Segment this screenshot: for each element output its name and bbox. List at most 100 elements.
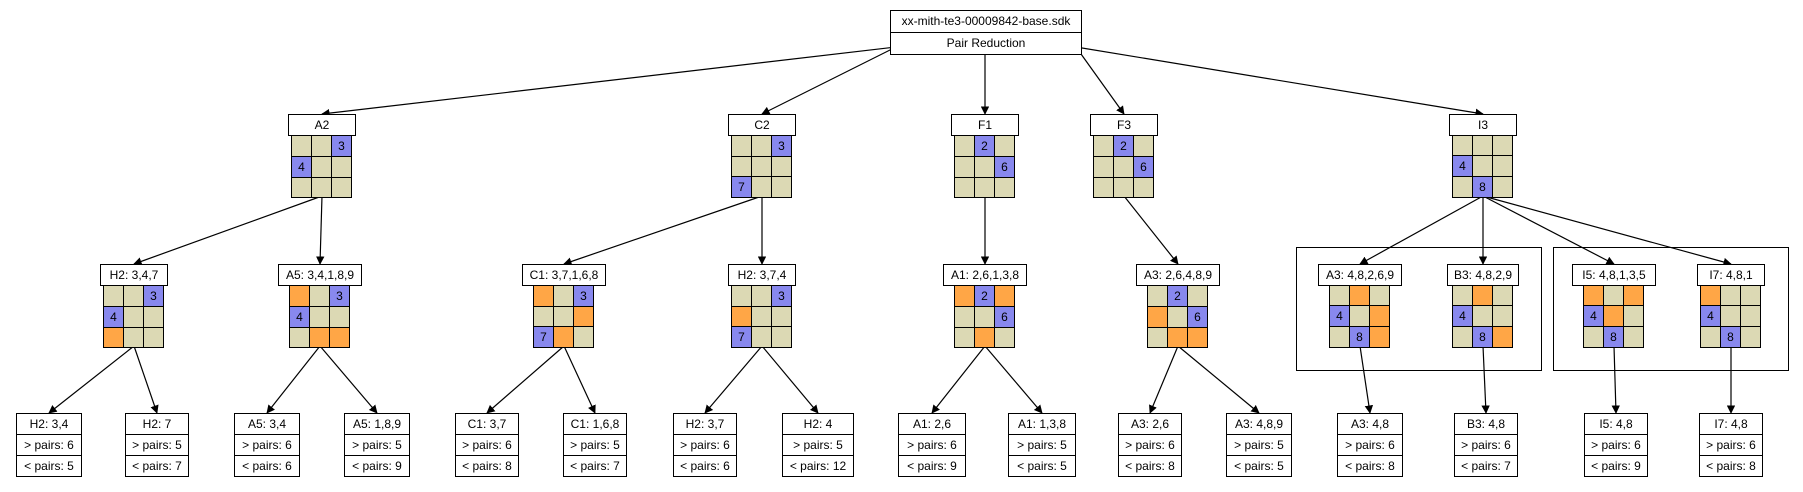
given-cell: 8 bbox=[1603, 326, 1624, 348]
edge-A3a-L11 bbox=[1149, 345, 1179, 414]
leaf-node: H2: 7> pairs: 5< pairs: 7 bbox=[125, 413, 189, 477]
empty-cell bbox=[1147, 327, 1168, 348]
empty-cell bbox=[994, 327, 1015, 348]
node-title: H2: 7 bbox=[142, 417, 172, 431]
empty-cell bbox=[291, 177, 312, 198]
given-cell: 3 bbox=[771, 285, 792, 307]
empty-cell bbox=[1492, 155, 1513, 177]
node-title: A5: 3,4 bbox=[247, 417, 287, 431]
given-cell: 3 bbox=[329, 285, 350, 307]
empty-cell bbox=[1492, 176, 1513, 198]
given-cell: 4 bbox=[1452, 305, 1473, 327]
given-cell: 4 bbox=[1329, 305, 1350, 327]
empty-cell bbox=[1329, 326, 1350, 348]
grid-node: A3: 4,8,2,6,9 bbox=[1318, 264, 1402, 286]
empty-cell bbox=[291, 135, 312, 157]
grid-node: I7: 4,8,1 bbox=[1697, 264, 1765, 286]
edge-root-I3 bbox=[1075, 46, 1484, 117]
given-cell: 2 bbox=[974, 135, 995, 157]
grid-node: H2: 3,4,7 bbox=[100, 264, 168, 286]
given-cell: 7 bbox=[533, 326, 554, 348]
edge-root-C2 bbox=[761, 46, 897, 115]
empty-cell bbox=[1583, 326, 1604, 348]
empty-cell bbox=[731, 285, 752, 307]
empty-cell bbox=[751, 306, 772, 327]
edge-B3a-L14 bbox=[1481, 345, 1490, 414]
empty-cell bbox=[311, 156, 332, 178]
given-cell: 4 bbox=[289, 306, 310, 328]
empty-cell bbox=[751, 176, 772, 198]
leaf-node: B3: 4,8> pairs: 6< pairs: 7 bbox=[1454, 413, 1518, 477]
node-title: C1: 3,7 bbox=[467, 417, 507, 431]
empty-cell bbox=[1187, 285, 1208, 307]
leaf-node: C1: 3,7> pairs: 6< pairs: 8 bbox=[455, 413, 519, 477]
empty-cell bbox=[1740, 326, 1761, 348]
empty-cell bbox=[1452, 176, 1473, 198]
candidate-cell bbox=[1167, 327, 1188, 348]
leaf-node: A5: 3,4> pairs: 6< pairs: 6 bbox=[234, 413, 300, 477]
node-title: B3: 4,8,2,9 bbox=[1453, 268, 1513, 282]
grid-node: A3: 2,6,4,8,9 bbox=[1136, 264, 1220, 286]
grid-node: F3 bbox=[1090, 114, 1158, 136]
edge-A3b-L13 bbox=[1359, 345, 1374, 414]
empty-cell bbox=[1720, 285, 1741, 306]
node-title: A1: 2,6,1,3,8 bbox=[950, 268, 1020, 282]
given-cell: 3 bbox=[771, 135, 792, 157]
empty-cell bbox=[331, 156, 352, 178]
given-cell: 8 bbox=[1472, 176, 1493, 198]
empty-cell bbox=[1472, 155, 1493, 177]
candidate-cell bbox=[1603, 305, 1624, 327]
empty-cell bbox=[974, 177, 995, 198]
empty-cell bbox=[974, 156, 995, 178]
grid-node: I5: 4,8,1,3,5 bbox=[1572, 264, 1656, 286]
empty-cell bbox=[309, 285, 330, 307]
node-title: F3 bbox=[1116, 118, 1131, 132]
empty-cell bbox=[994, 135, 1015, 157]
candidate-cell bbox=[309, 327, 330, 348]
edge-C2-C1a bbox=[563, 195, 763, 266]
empty-cell bbox=[1740, 305, 1761, 327]
edge-H2b-L8 bbox=[761, 345, 819, 414]
node-stat: > pairs: 6 bbox=[1585, 434, 1647, 455]
leaf-node: I7: 4,8> pairs: 6< pairs: 8 bbox=[1699, 413, 1763, 477]
leaf-node: A1: 2,6> pairs: 6< pairs: 9 bbox=[898, 413, 966, 477]
leaf-node: C1: 1,6,8> pairs: 5< pairs: 7 bbox=[563, 413, 627, 477]
given-cell: 3 bbox=[143, 285, 164, 307]
empty-cell bbox=[1133, 177, 1154, 198]
leaf-node: A3: 4,8> pairs: 6< pairs: 8 bbox=[1337, 413, 1403, 477]
leaf-node: A3: 4,8,9> pairs: 5< pairs: 5 bbox=[1226, 413, 1292, 477]
edge-root-A2 bbox=[321, 46, 897, 118]
empty-cell bbox=[553, 306, 574, 327]
given-cell: 8 bbox=[1472, 326, 1493, 348]
given-cell: 6 bbox=[1187, 306, 1208, 328]
empty-cell bbox=[1113, 156, 1134, 178]
node-title: B3: 4,8 bbox=[1466, 417, 1506, 431]
given-cell: 4 bbox=[1700, 305, 1721, 327]
node-title: H2: 3,7,4 bbox=[737, 268, 787, 282]
candidate-cell bbox=[103, 327, 124, 348]
node-stat: > pairs: 6 bbox=[235, 434, 299, 455]
node-stat: < pairs: 7 bbox=[1455, 455, 1517, 476]
given-cell: 2 bbox=[1113, 135, 1134, 157]
edge-root-F3 bbox=[1075, 46, 1125, 115]
edge-I5a-L15 bbox=[1611, 345, 1620, 414]
edge-A3a-L12 bbox=[1177, 345, 1260, 414]
grid-node: F1 bbox=[951, 114, 1019, 136]
candidate-cell bbox=[1472, 285, 1493, 306]
node-stat: < pairs: 9 bbox=[345, 455, 409, 476]
edge-H2b-L7 bbox=[704, 345, 763, 414]
node-title: F1 bbox=[977, 118, 992, 132]
candidate-cell bbox=[1583, 285, 1604, 306]
empty-cell bbox=[143, 327, 164, 348]
empty-cell bbox=[1369, 285, 1390, 306]
node-title: H2: 4 bbox=[803, 417, 833, 431]
node-stat: < pairs: 8 bbox=[456, 455, 518, 476]
given-cell: 8 bbox=[1349, 326, 1370, 348]
